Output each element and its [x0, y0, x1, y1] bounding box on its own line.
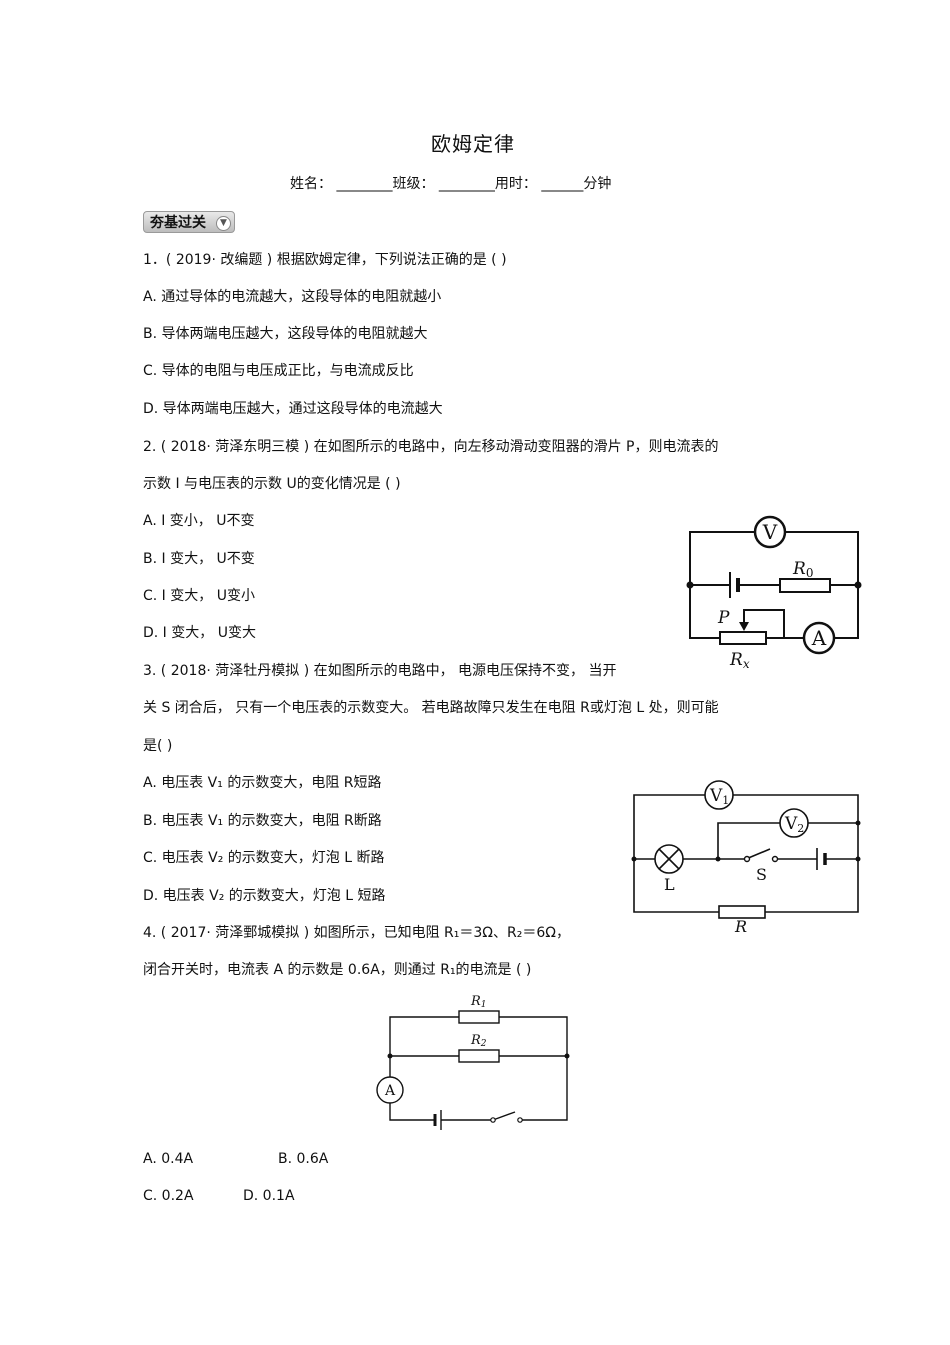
junction-dot	[564, 1053, 570, 1059]
question-stem-line-3: 是( )	[143, 738, 173, 754]
circuit-diagram-q3: L S R V1 V2	[631, 780, 861, 936]
section-badge: 夯基过关 ▼	[143, 211, 235, 233]
voltmeter-v1-icon	[704, 780, 734, 810]
junction-dot	[855, 856, 861, 862]
voltmeter-label: V	[762, 520, 778, 544]
question-stem-line-1: 2. ( 2018· 菏泽东明三模 ) 在如图所示的电路中，向左移动滑动变阻器的…	[143, 439, 719, 455]
resistor-r0	[779, 578, 831, 593]
junction-dot	[715, 856, 721, 862]
junction-dot	[854, 581, 862, 589]
option-d: D. I 变大， U变大	[143, 625, 256, 641]
circuit-diagram-q2: V R0 P Rx A	[686, 515, 862, 671]
down-arrow-icon: ▼	[216, 216, 231, 231]
junction-dot	[387, 1053, 393, 1059]
ammeter-label: A	[811, 626, 827, 650]
switch-label: S	[756, 865, 767, 884]
resistor-r2	[458, 1049, 500, 1063]
option-c: C. I 变大， U变小	[143, 588, 255, 604]
option-d: D. 0.1A	[243, 1188, 295, 1204]
resistor-r	[718, 905, 766, 919]
resistor-r1-label: R1	[470, 994, 487, 1010]
ammeter-icon	[802, 621, 836, 655]
resistor-r-label: R	[734, 917, 747, 936]
question-stem-line-2: 关 S 闭合后， 只有一个电压表的示数变大。 若电路故障只发生在电阻 R或灯泡 …	[143, 700, 719, 716]
slider-label: P	[717, 608, 730, 628]
option-c: C. 电压表 V₂ 的示数变大，灯泡 L 断路	[143, 850, 385, 866]
option-a: A. 电压表 V₁ 的示数变大，电阻 R短路	[143, 775, 382, 791]
slider-arrow	[739, 622, 749, 631]
junction-dot	[686, 581, 694, 589]
option-d: D. 电压表 V₂ 的示数变大，灯泡 L 短路	[143, 888, 386, 904]
voltmeter-v1-label: V1	[709, 786, 729, 807]
switch-contact	[490, 1117, 496, 1123]
ammeter-icon	[376, 1076, 404, 1104]
question-stem-line-1: 4. ( 2017· 菏泽鄄城模拟 ) 如图所示，已知电阻 R₁＝3Ω、R₂＝6…	[143, 925, 570, 941]
voltmeter-v2-label: V2	[784, 814, 804, 835]
resistor-r2-label: R2	[470, 1033, 487, 1049]
option-b: B. I 变大， U不变	[143, 551, 255, 567]
switch-contact	[517, 1117, 523, 1123]
section-badge-label: 夯基过关	[150, 215, 206, 231]
resistor-r1	[458, 1010, 500, 1024]
question-stem-line-2: 闭合开关时，电流表 A 的示数是 0.6A，则通过 R₁的电流是 ( )	[143, 962, 532, 978]
junction-dot	[855, 820, 861, 826]
rheostat-rx-label: Rx	[729, 650, 750, 671]
voltmeter-icon	[753, 515, 787, 549]
resistor-r0-label: R0	[792, 559, 813, 580]
switch-contact	[771, 855, 779, 863]
voltmeter-v2-icon	[779, 808, 809, 838]
switch-contact	[743, 855, 751, 863]
lamp-label: L	[664, 875, 675, 894]
option-b: B. 0.6A	[278, 1151, 329, 1167]
circuit-diagram-q4: R1 R2 A	[376, 994, 570, 1130]
option-b: B. 导体两端电压越大，这段导体的电阻就越大	[143, 326, 428, 342]
rheostat-rx	[719, 631, 767, 645]
junction-dot	[631, 856, 637, 862]
ammeter-label: A	[384, 1083, 396, 1099]
option-a: A. 0.4A	[143, 1151, 194, 1167]
option-a: A. I 变小， U不变	[143, 513, 255, 529]
question-stem-line-1: 3. ( 2018· 菏泽牡丹模拟 ) 在如图所示的电路中， 电源电压保持不变，…	[143, 663, 617, 679]
question-stem-line-2: 示数 I 与电压表的示数 U的变化情况是 ( )	[143, 476, 401, 492]
option-c: C. 导体的电阻与电压成正比，与电流成反比	[143, 363, 414, 379]
option-b: B. 电压表 V₁ 的示数变大，电阻 R断路	[143, 813, 382, 829]
question-stem: 1．( 2019· 改编题 ) 根据欧姆定律，下列说法正确的是 ( )	[143, 252, 507, 268]
option-a: A. 通过导体的电流越大，这段导体的电阻就越小	[143, 289, 442, 305]
page-title: 欧姆定律	[431, 132, 515, 156]
option-c: C. 0.2A	[143, 1188, 194, 1204]
option-d: D. 导体两端电压越大，通过这段导体的电流越大	[143, 401, 443, 417]
student-info-line: 姓名： ________班级： ________用时： ______分钟	[290, 176, 612, 192]
